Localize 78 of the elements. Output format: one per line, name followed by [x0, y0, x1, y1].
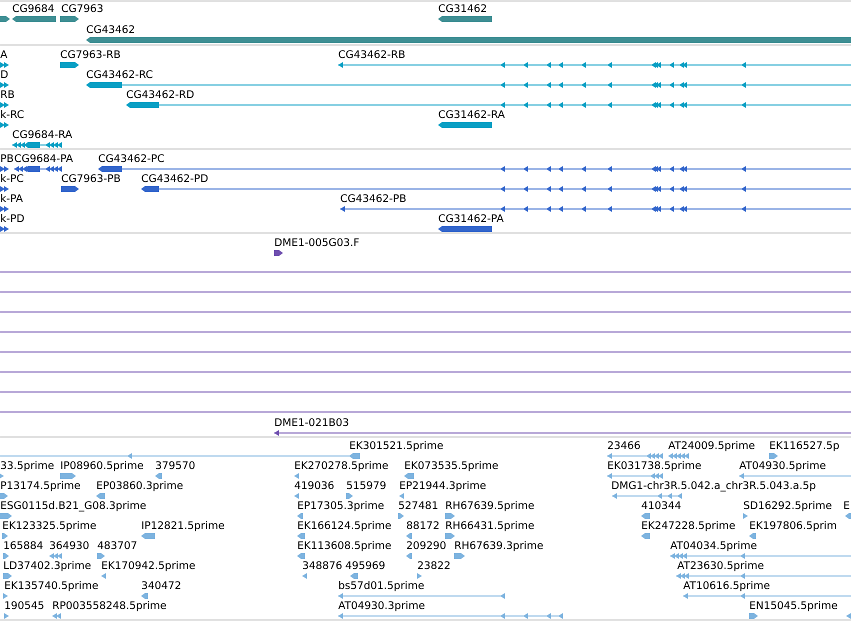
feature-label: bs57d01.5prime	[339, 581, 424, 592]
feature-label: 88172	[406, 521, 439, 530]
feature-label: CG9684	[12, 4, 54, 12]
feature-label: CG43462-PB	[340, 194, 406, 202]
feature-label: CG31462-RA	[438, 110, 505, 118]
feature-label: k-PD	[1, 214, 24, 222]
feature-label: 33.5prime	[1, 461, 54, 472]
feature-label: 165884	[4, 541, 43, 550]
feature-label: CG43462-RB	[338, 50, 405, 58]
feature-label: E	[844, 501, 850, 509]
feature-label: 23822	[418, 561, 450, 570]
feature-label: k-RC	[1, 110, 24, 118]
feature-label: AT10616.5prime	[683, 581, 770, 592]
feature-label: CG9684-PA	[14, 154, 73, 162]
feature-label: AT04930.3prime	[338, 601, 424, 612]
feature-label: k-PC	[1, 174, 24, 182]
feature-label: CG7963-RB	[60, 50, 120, 58]
feature-label: 190545	[5, 601, 44, 610]
feature-label: EN15045.5prime	[750, 601, 838, 612]
feature-label: 340472	[142, 581, 180, 590]
feature-label: AT04034.5prime	[670, 541, 756, 552]
feature-label: DME1-005G03.F	[275, 238, 359, 246]
feature-label: D	[1, 70, 8, 78]
feature-label: A	[0, 50, 8, 58]
feature-label: CG9684-RA	[12, 130, 72, 138]
feature-label: EK113608.5prime	[298, 541, 391, 552]
feature-label: EK135740.5prime	[5, 581, 98, 592]
feature-label: 495969	[346, 561, 385, 570]
feature-label: 515979	[347, 481, 386, 490]
feature-label: IP12821.5prime	[142, 521, 224, 532]
feature-label: 483707	[98, 541, 136, 550]
feature-label: 419036	[294, 481, 334, 490]
feature-label: CG43462-RD	[126, 90, 194, 98]
feature-label: EK073535.5prime	[405, 461, 498, 472]
feature-label: RH67639.5prime	[446, 501, 534, 512]
feature-label: CG31462-PA	[438, 214, 504, 222]
feature-label: CG31462	[438, 4, 486, 12]
feature-label: DME1-021B03	[275, 418, 348, 426]
feature-label: P13174.5prime	[1, 481, 80, 492]
feature-label: RH67639.3prime	[455, 541, 543, 552]
feature-label: IP08960.5prime	[61, 461, 144, 472]
feature-label: EK166124.5prime	[298, 521, 391, 532]
feature-label: EK031738.5prime	[608, 461, 701, 472]
feature-label: 527481	[399, 501, 438, 510]
feature-label: RP003558248.5prime	[53, 601, 166, 612]
feature-label: AT24009.5prime	[668, 441, 754, 452]
feature-label: CG43462-PC	[98, 154, 164, 162]
feature-label: k-PA	[1, 194, 23, 202]
feature-label: AT04930.5prime	[739, 461, 826, 472]
feature-label: AT23630.5prime	[677, 561, 764, 572]
feature-label: EK116527.5p	[770, 441, 839, 452]
feature-label: LD37402.3prime	[4, 561, 91, 572]
feature-label: EP03860.3prime	[97, 481, 183, 492]
feature-label: CG7963-PB	[62, 174, 120, 182]
feature-label: RB	[1, 90, 14, 98]
feature-label: CG7963	[62, 4, 103, 12]
feature-label: 209290	[406, 541, 446, 550]
feature-label: CG43462	[86, 25, 134, 34]
feature-label: 379570	[156, 461, 195, 470]
feature-label: CG43462-RC	[86, 70, 152, 78]
feature-label: EK247228.5prime	[642, 521, 735, 532]
feature-label: EP21944.3prime	[400, 481, 486, 492]
feature-label: 410344	[642, 501, 681, 510]
feature-label: RH66431.5prime	[446, 521, 534, 532]
feature-label: 364930	[50, 541, 89, 550]
feature-label: 23466	[608, 441, 640, 450]
feature-label: EK301521.5prime	[350, 441, 443, 452]
feature-label: EK270278.5prime	[295, 461, 388, 472]
feature-label: EK123325.5prime	[3, 521, 96, 532]
feature-label: EK197806.5prim	[750, 521, 836, 532]
feature-label: EK170942.5prime	[102, 561, 195, 572]
feature-label: EP17305.3prime	[298, 501, 384, 512]
feature-label: ESG0115d.B21_G08.3prime	[1, 501, 146, 512]
feature-label: SD16292.5prime	[744, 501, 832, 512]
feature-label: DMG1-chr3R.5.042.a_chr3R.5.043.a.5p	[612, 481, 816, 492]
feature-label: PB	[1, 154, 13, 162]
feature-label: CG43462-PD	[142, 174, 208, 182]
feature-label: 348876	[303, 561, 342, 570]
